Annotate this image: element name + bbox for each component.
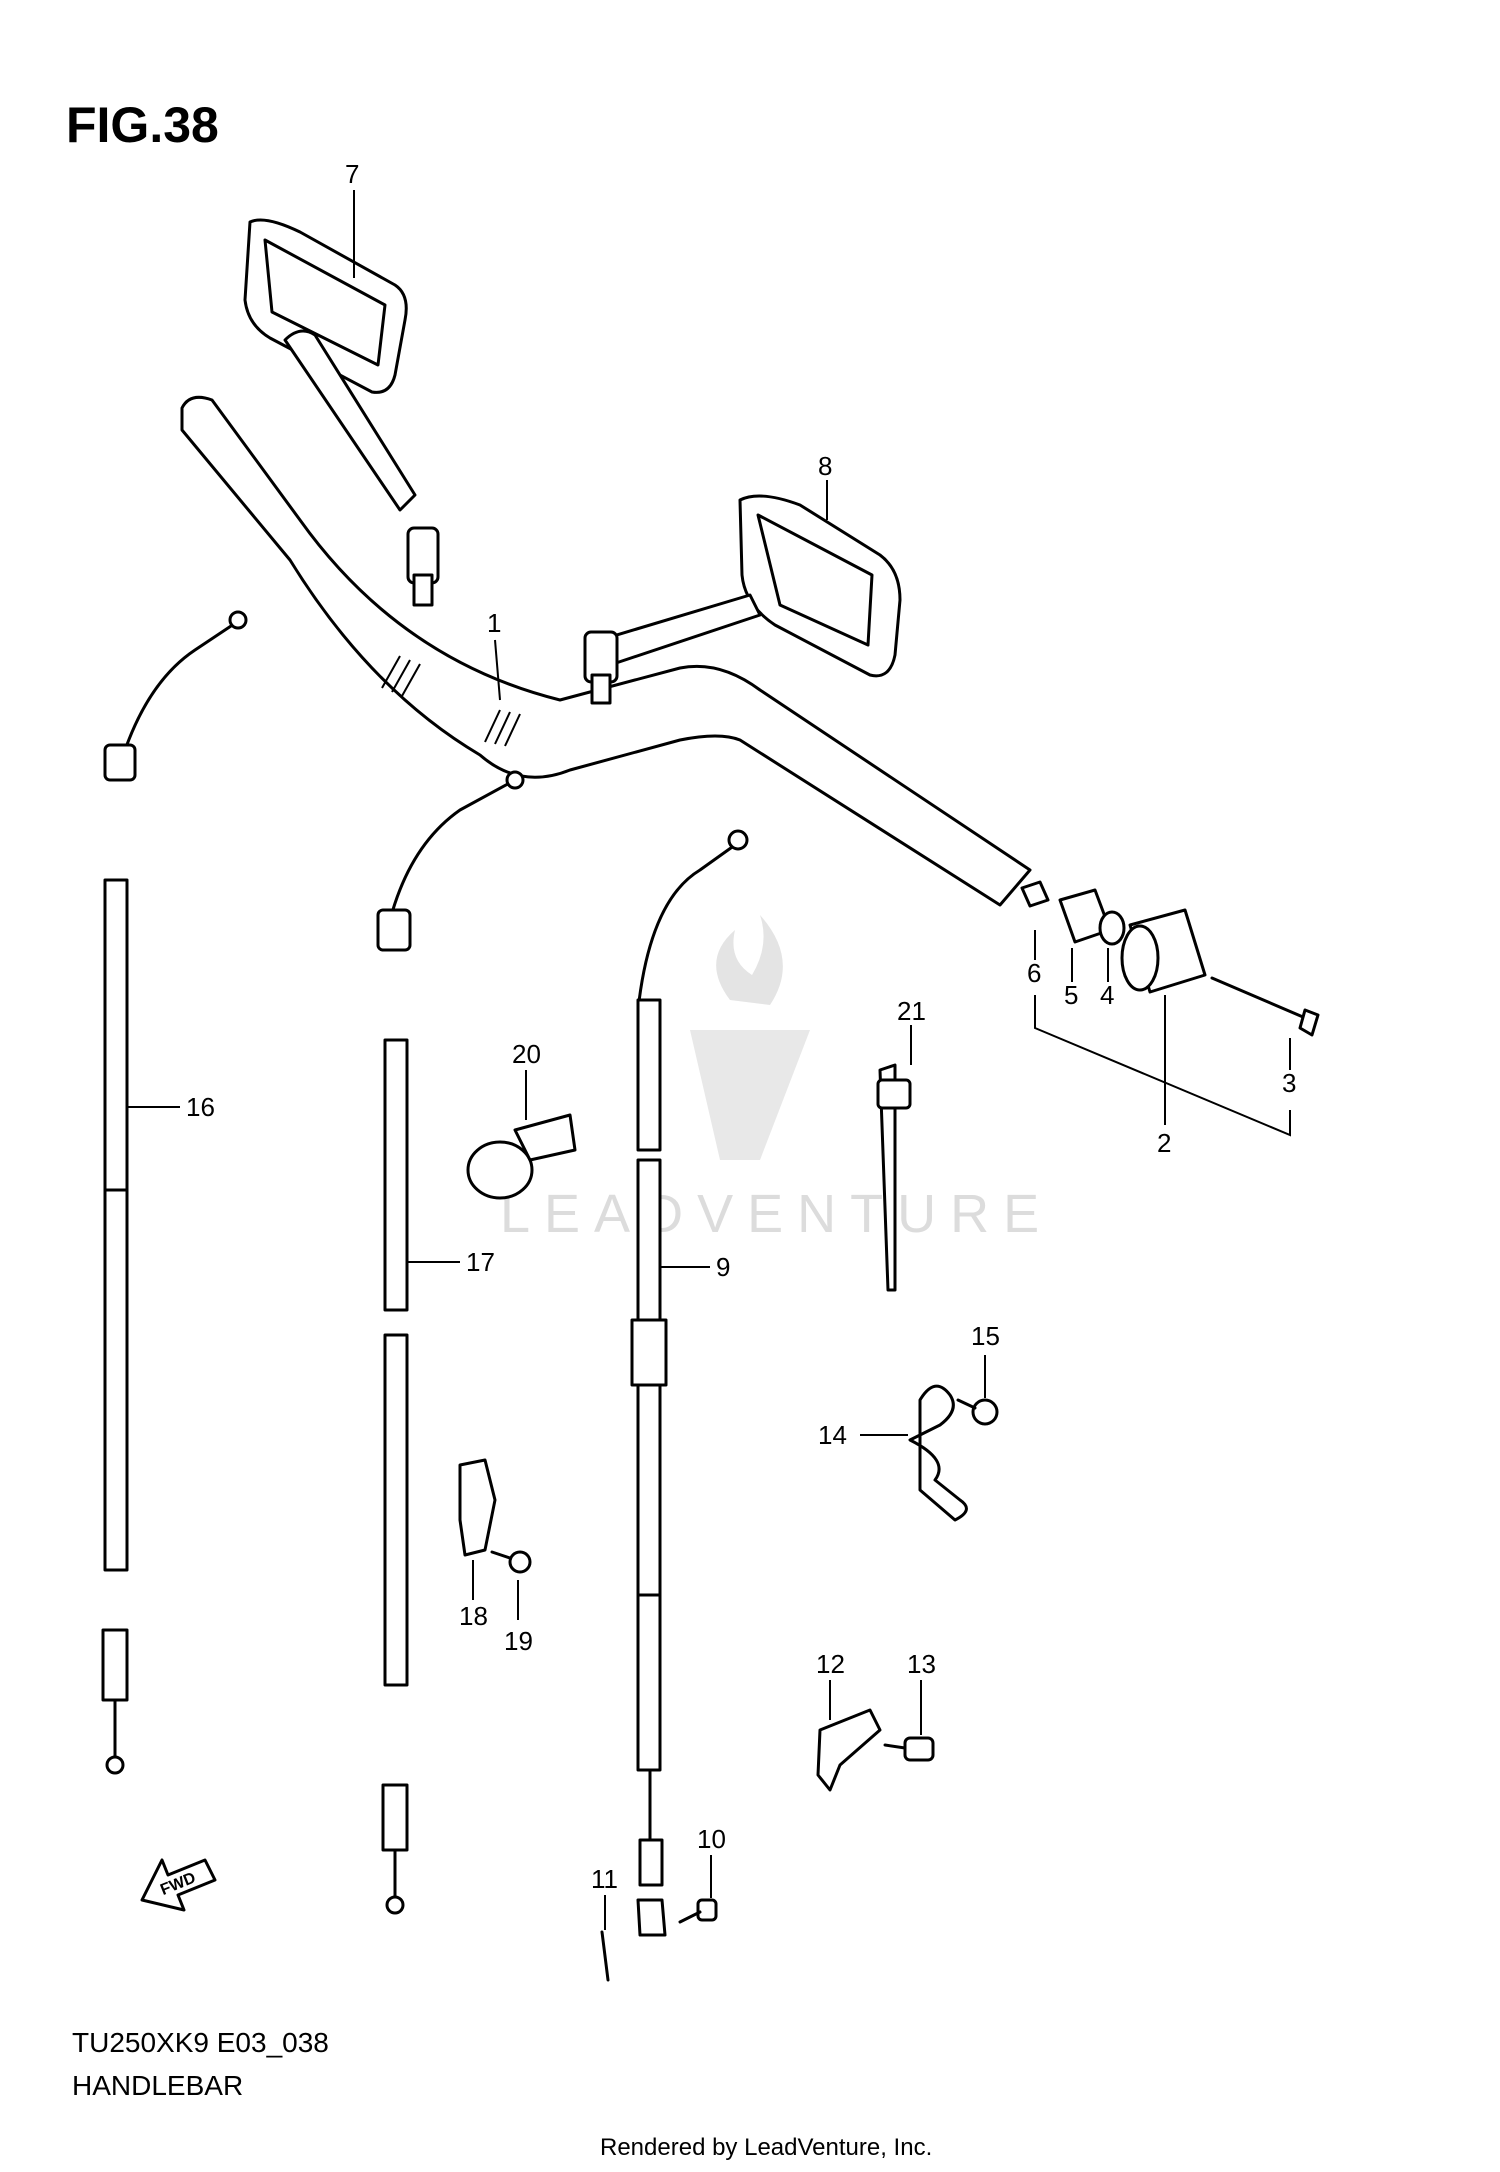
callout-13: 13 bbox=[907, 1649, 936, 1679]
part-20-cable-clamp[interactable] bbox=[466, 1113, 577, 1200]
part-2-balancer-weight[interactable] bbox=[1120, 908, 1207, 994]
part-4-washer[interactable] bbox=[1098, 910, 1126, 946]
part-1-handlebar[interactable] bbox=[180, 395, 1032, 907]
part-10-clevis-pin[interactable] bbox=[678, 1898, 718, 1924]
part-6-collar[interactable] bbox=[1020, 880, 1050, 908]
callout-17: 17 bbox=[466, 1247, 495, 1277]
callout-6: 6 bbox=[1027, 958, 1041, 988]
part-8-mirror-right[interactable] bbox=[583, 494, 902, 705]
rendered-by-footer: Rendered by LeadVenture, Inc. bbox=[600, 2134, 932, 2161]
grip-assembly-bracket bbox=[1034, 995, 1291, 1137]
callout-7: 7 bbox=[345, 159, 359, 189]
chevron-logo-icon bbox=[690, 1030, 810, 1160]
fwd-arrow: FWD bbox=[140, 1858, 217, 1912]
model-code: TU250XK9 E03_038 bbox=[72, 2027, 329, 2058]
callout-3: 3 bbox=[1282, 1068, 1296, 1098]
callout-9: 9 bbox=[716, 1252, 730, 1282]
callout-21: 21 bbox=[897, 996, 926, 1026]
part-3-bolt[interactable] bbox=[1210, 976, 1320, 1037]
figure-title: HANDLEBAR bbox=[72, 2070, 243, 2101]
callout-16: 16 bbox=[186, 1092, 215, 1122]
part-16-throttle-cable[interactable] bbox=[101, 610, 248, 1775]
callout-2: 2 bbox=[1157, 1128, 1171, 1158]
part-15-bolt[interactable] bbox=[956, 1398, 999, 1426]
callout-19: 19 bbox=[504, 1626, 533, 1656]
part-7-mirror-left[interactable] bbox=[243, 218, 440, 607]
callout-11: 11 bbox=[591, 1864, 618, 1894]
callout-12: 12 bbox=[816, 1649, 845, 1679]
part-19-bolt[interactable] bbox=[490, 1550, 532, 1574]
part-12-clamp[interactable] bbox=[816, 1708, 882, 1792]
callout-4: 4 bbox=[1100, 980, 1114, 1010]
callout-20: 20 bbox=[512, 1039, 541, 1069]
flame-icon bbox=[716, 915, 783, 1005]
watermark-text: LEADVENTURE bbox=[500, 1184, 1053, 1244]
callout-1: 1 bbox=[487, 608, 501, 638]
part-14-spring-clip[interactable] bbox=[908, 1384, 968, 1522]
callout-18: 18 bbox=[459, 1601, 488, 1631]
part-13-bolt[interactable] bbox=[883, 1736, 935, 1762]
leadventure-watermark: LEADVENTURE bbox=[500, 915, 1053, 1244]
figure-label: FIG.38 bbox=[66, 97, 219, 153]
part-18-clamp[interactable] bbox=[458, 1458, 497, 1557]
part-21-cable-tie[interactable] bbox=[876, 1063, 912, 1292]
part-11-cotter-pin[interactable] bbox=[600, 1930, 610, 1982]
callout-5: 5 bbox=[1064, 980, 1078, 1010]
callout-8: 8 bbox=[818, 451, 832, 481]
part-17-return-cable[interactable] bbox=[376, 770, 525, 1915]
callout-14: 14 bbox=[818, 1420, 847, 1450]
part-9-clutch-cable[interactable] bbox=[630, 829, 749, 1937]
leader-lines bbox=[127, 190, 1291, 1930]
callout-10: 10 bbox=[697, 1824, 726, 1854]
callout-15: 15 bbox=[971, 1321, 1000, 1351]
